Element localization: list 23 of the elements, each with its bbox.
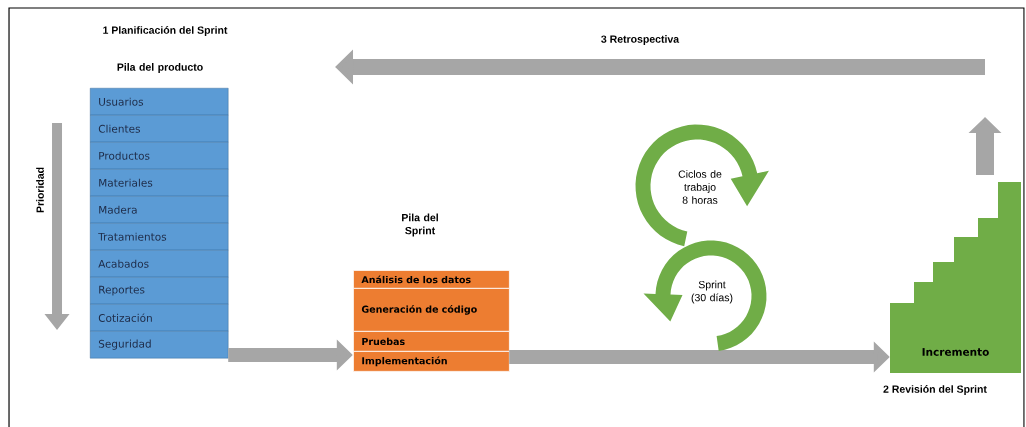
list-heading: Pila del Sprint	[402, 213, 438, 237]
list-item: Implementación	[353, 351, 510, 372]
list-item: Seguridad	[90, 331, 229, 359]
cycle-label: Sprint (30 días)	[691, 280, 733, 304]
list-item: Análisis de los datos	[353, 270, 510, 289]
list-item: Clientes	[90, 115, 229, 143]
axis-label: Prioridad	[36, 167, 44, 213]
stage-label: 2 Revisión del Sprint	[883, 385, 987, 395]
increment-box: Incremento	[890, 331, 1021, 373]
list-item: Pruebas	[353, 331, 510, 352]
list-item: Usuarios	[90, 88, 229, 116]
list-item: Productos	[90, 142, 229, 170]
stage-label: 3 Retrospectiva	[601, 35, 680, 45]
list-item: Cotización	[90, 304, 229, 332]
list-item: Reportes	[90, 277, 229, 305]
list-item: Madera	[90, 196, 229, 224]
list-item: Tratamientos	[90, 223, 229, 251]
list-item: Acabados	[90, 250, 229, 278]
list-heading: Pila del producto	[117, 63, 203, 73]
list-item: Materiales	[90, 169, 229, 197]
cycle-label: Ciclos de trabajo 8 horas	[678, 170, 722, 204]
node-label: Incremento	[922, 348, 989, 356]
stage-label: 1 Planificación del Sprint	[103, 26, 228, 36]
